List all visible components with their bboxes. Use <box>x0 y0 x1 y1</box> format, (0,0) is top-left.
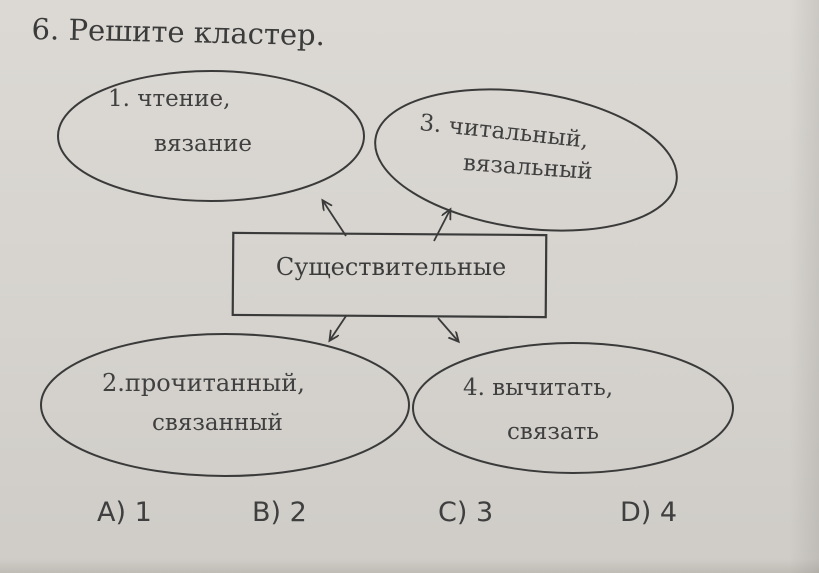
answer-option-d[interactable]: D) 4 <box>620 497 678 528</box>
arrow-to-top-right <box>433 210 450 242</box>
arrow-to-top-left <box>323 201 347 237</box>
page-edge-shadow <box>789 0 819 573</box>
bottom-left-line1: 2.прочитанный, <box>102 369 305 397</box>
oval-bottom-left <box>40 333 410 477</box>
bottom-left-line2: связанный <box>152 410 283 436</box>
arrow-to-bottom-left <box>330 315 347 340</box>
oval-top-right <box>374 88 678 232</box>
oval-bottom-right <box>412 342 734 474</box>
page-bottom-edge <box>0 559 819 573</box>
top-left-line2: вязание <box>154 131 252 157</box>
answer-option-a[interactable]: A) 1 <box>97 497 152 528</box>
bottom-right-line2: связать <box>507 419 599 445</box>
bottom-right-line1: 4. вычитать, <box>463 375 614 401</box>
center-box <box>231 231 548 319</box>
oval-top-left <box>57 70 365 202</box>
answer-option-b[interactable]: B) 2 <box>252 497 307 528</box>
arrow-to-bottom-right <box>437 317 458 341</box>
center-label: Существительные <box>275 253 507 281</box>
top-left-line1: 1. чтение, <box>108 86 231 112</box>
answer-option-c[interactable]: C) 3 <box>438 497 494 528</box>
